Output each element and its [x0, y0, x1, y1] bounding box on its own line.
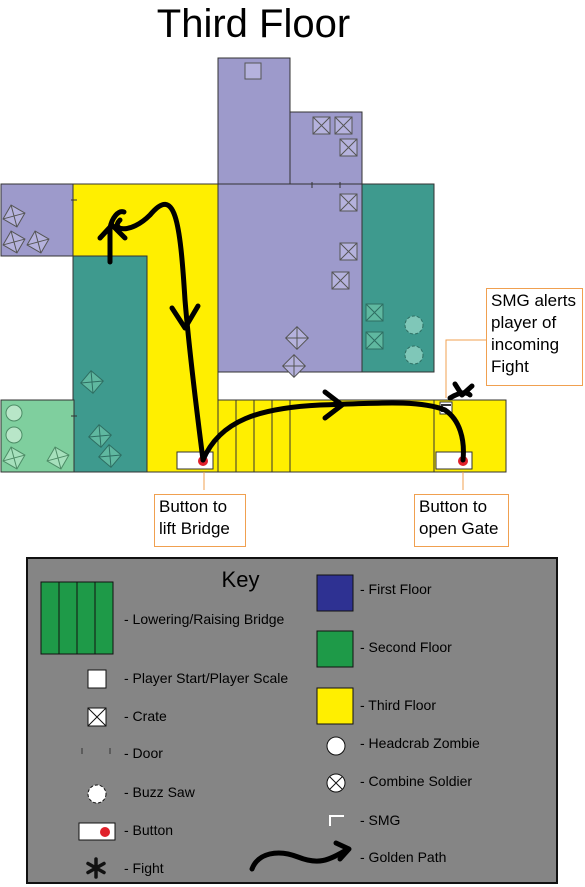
map-title: Third Floor	[156, 2, 351, 46]
key-label-fight: - Fight	[124, 860, 164, 876]
crate-icon	[312, 116, 331, 135]
key-label-first-floor: - First Floor	[360, 581, 432, 597]
second-floor-left-room	[72, 255, 148, 473]
teal-crates	[80, 303, 384, 468]
key-title: Key	[221, 567, 260, 592]
headcrab-zombie-icon	[5, 426, 23, 444]
combine-soldier-icon	[326, 773, 346, 793]
crate-icon	[365, 303, 384, 322]
key-label-smg: - SMG	[360, 812, 401, 828]
crate-icon	[2, 446, 26, 470]
buzz-saw-icon	[404, 345, 424, 365]
crate-icon	[46, 446, 70, 470]
golden-path-icon	[249, 840, 352, 872]
buzz-saw-icon	[87, 784, 107, 804]
key-label-crate: - Crate	[124, 708, 167, 724]
doors	[71, 182, 341, 417]
door-icon	[81, 748, 111, 754]
fight-icon	[86, 857, 106, 879]
crate-icon	[339, 138, 358, 157]
smg-icon	[329, 815, 344, 826]
crate-icon	[339, 193, 358, 212]
crate-icon	[284, 325, 310, 351]
key-label-bridge: - Lowering/Raising Bridge	[124, 611, 285, 627]
button-icon	[78, 822, 116, 841]
callout-open-gate: Button to open Gate	[414, 494, 509, 547]
key-panel: Key - Lowering/Raising Bridge - Player S…	[26, 557, 558, 884]
bridge-icon	[40, 581, 114, 655]
key-label-door: - Door	[124, 745, 163, 761]
crate-icon	[98, 444, 122, 468]
key-label-golden-path: - Golden Path	[360, 849, 447, 865]
first-floor-swatch	[316, 574, 354, 612]
crate-icon	[88, 424, 112, 448]
third-floor-swatch	[316, 687, 354, 725]
key-label-player-start: - Player Start/Player Scale	[124, 670, 289, 686]
open-gate-button	[435, 451, 473, 470]
buzz-saws	[404, 315, 424, 365]
crate-icon	[2, 204, 26, 228]
crate-icon	[2, 230, 26, 254]
crates	[2, 62, 358, 379]
golden-path	[97, 201, 475, 463]
headcrab-zombie-icon	[5, 404, 23, 422]
light-crates	[2, 446, 70, 470]
second-floor-swatch	[316, 630, 354, 668]
callout-smg-alert: SMG alerts player of incoming Fight	[486, 288, 583, 386]
floor-map	[0, 57, 507, 490]
crate-icon	[339, 242, 358, 261]
key-label-buzz-saw: - Buzz Saw	[124, 784, 195, 800]
headcrab-zombies	[5, 404, 23, 444]
key-label-second-floor: - Second Floor	[360, 639, 452, 655]
crate-icon	[87, 707, 107, 727]
crate-icon	[26, 230, 50, 254]
key-label-headcrab-zombie: - Headcrab Zombie	[360, 735, 480, 751]
first-floor-top-tower	[217, 57, 291, 189]
headcrab-zombie-icon	[326, 736, 346, 756]
crate-icon	[281, 353, 307, 379]
crate-icon	[365, 331, 384, 350]
player-start-icon	[87, 669, 107, 689]
key-label-button: - Button	[124, 822, 174, 838]
callout-leaders	[203, 339, 488, 490]
key-label-combine-soldier: - Combine Soldier	[360, 773, 473, 789]
key-label-third-floor: - Third Floor	[360, 697, 436, 713]
buzz-saw-icon	[404, 315, 424, 335]
crate-icon	[334, 116, 353, 135]
crate-icon	[80, 370, 104, 394]
callout-lift-bridge: Button to lift Bridge	[154, 494, 246, 547]
crate-icon	[331, 271, 350, 290]
